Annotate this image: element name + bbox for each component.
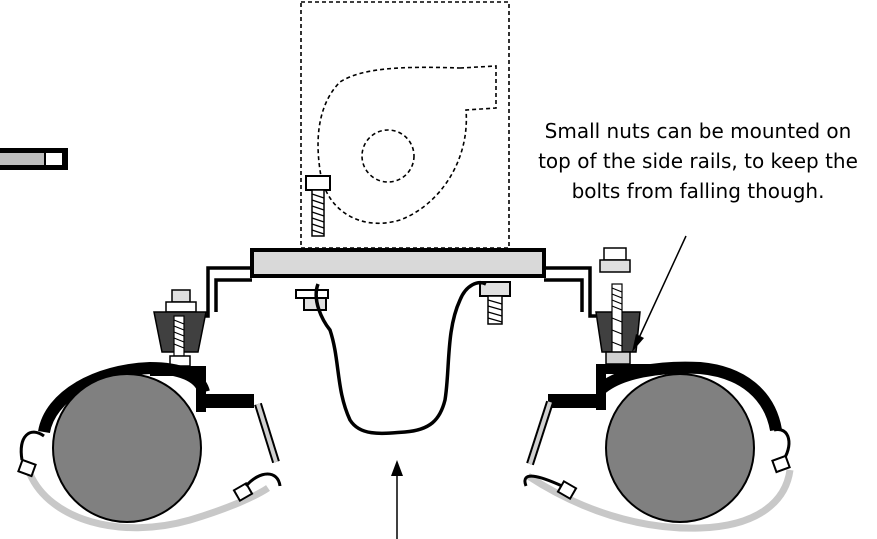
right-under-bolt — [479, 281, 511, 325]
bottom-arrow — [391, 460, 403, 539]
top-plate — [250, 248, 546, 278]
callout-arrow — [632, 235, 687, 352]
hanging-cable — [314, 280, 487, 436]
blower-bolt — [305, 175, 331, 237]
left-rubber-mount — [153, 289, 207, 367]
left-wheel — [52, 373, 202, 523]
left-wheel-assembly — [17, 361, 282, 532]
wrench-icon — [0, 148, 68, 170]
right-rubber-mount — [595, 247, 641, 365]
left-under-bolt — [295, 289, 329, 311]
right-wheel — [605, 373, 755, 523]
blower-outline — [300, 1, 510, 249]
annotation-text: Small nuts can be mounted on top of the … — [538, 119, 858, 203]
support-bracket — [202, 266, 596, 318]
right-wheel-assembly — [523, 361, 794, 532]
